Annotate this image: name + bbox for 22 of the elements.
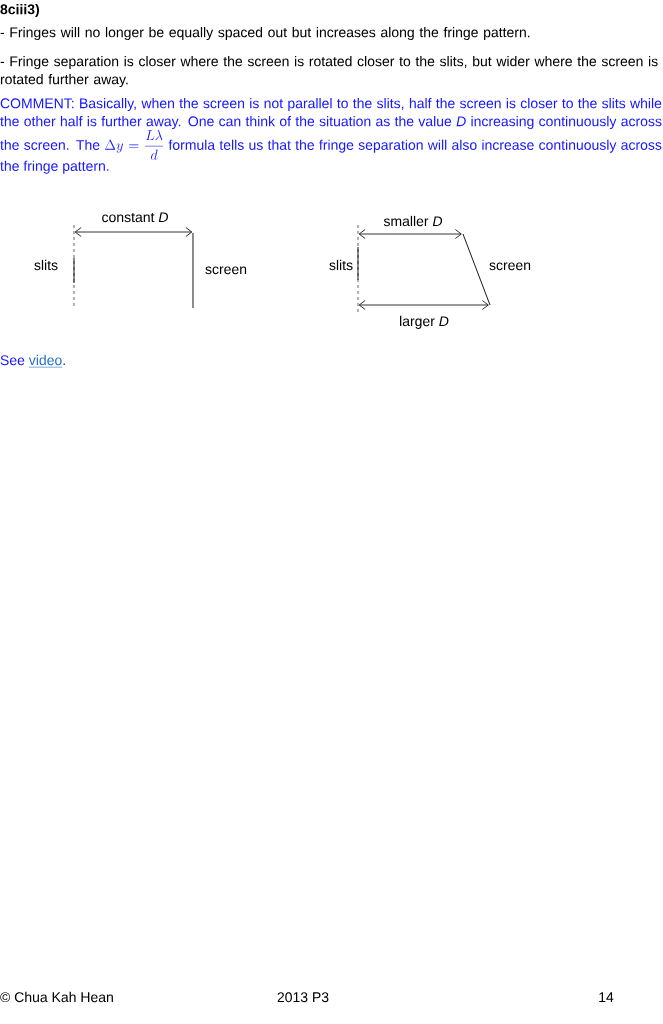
footer-text: © Chua Kah Hean xyxy=(0,991,113,1003)
paragraph: - Fringes will no longer be equally spaced out but increases along the fringe pattern. xyxy=(0,27,530,41)
label: the fringe pattern. xyxy=(0,160,109,174)
screen-label: screen xyxy=(205,266,247,275)
dimension-label: constant D xyxy=(102,212,168,223)
label: the screen. The xyxy=(0,139,100,150)
link: video xyxy=(28,354,63,368)
footer-text: 2013 P3 xyxy=(277,992,329,1003)
label: $\Delta y = \frac{L\lambda}{d}$ xyxy=(104,130,163,160)
paragraph: See video. xyxy=(0,354,65,368)
label: COMMENT: Basically, when the screen is not parallel to the slits, half the screen is closer to the slits while xyxy=(0,98,662,112)
screen-label: screen xyxy=(489,262,531,271)
slits-label: slits xyxy=(34,259,58,271)
comment-paragraph: COMMENT: Basically, when the screen is not parallel to the slits, half the screen is closer to the slits while the other half is further away. One can think of the situation as the value D increasing continuously across the screen. The $\Delta y = \frac{L\lambda}{d}$ formula tells us that the fringe separation will also increase continuously across the fringe pattern. xyxy=(0,98,662,174)
label: formula tells us that the fringe separation will also increase continuously across xyxy=(168,139,662,153)
dimension-label: smaller D xyxy=(383,215,443,227)
label: the other half is further away. One can think of the situation as the value D increasing continuously across xyxy=(0,116,662,130)
slits-label: slits xyxy=(329,259,353,271)
paragraph: - Fringe separation is closer where the screen is rotated closer to the slits, but wider where the screen is rotated further away. xyxy=(0,56,658,88)
footer-text: 14 xyxy=(599,992,614,1002)
dimension-label: larger D xyxy=(400,315,449,329)
heading: 8ciii3) xyxy=(0,4,39,18)
